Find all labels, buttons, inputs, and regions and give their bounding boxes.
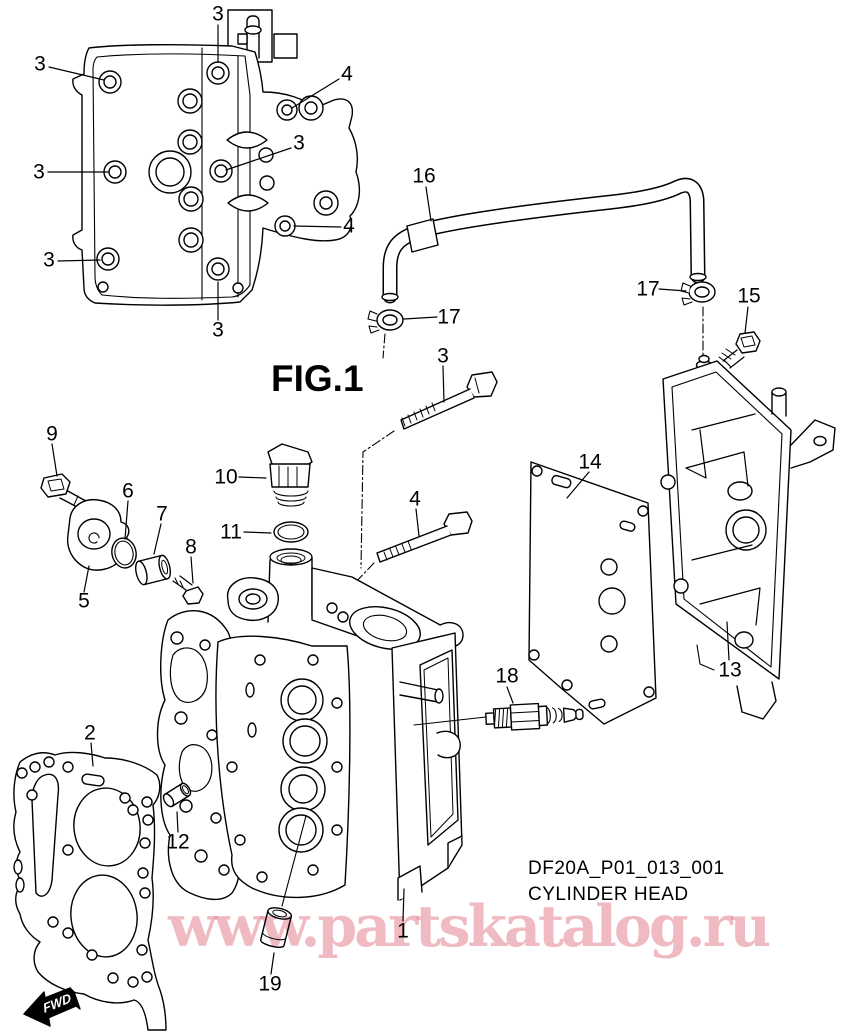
spark-plug-drawing <box>413 702 584 731</box>
bolt-3-drawing <box>360 371 498 569</box>
figure-title: FIG.1 <box>271 358 364 399</box>
valve-lifter-drawing <box>260 815 307 948</box>
bolt-15-drawing <box>718 331 761 369</box>
thermostat-group-drawing <box>40 473 204 605</box>
dowel-pin-drawing <box>162 782 192 808</box>
leader-lines <box>47 24 749 975</box>
head-gasket-drawing <box>13 751 167 1031</box>
fwd-arrow <box>23 987 81 1027</box>
part-name-text: CYLINDER HEAD <box>528 884 689 905</box>
breather-hose-drawing <box>367 177 716 359</box>
cylinder-head-top-view-drawing <box>72 9 361 306</box>
cylinder-head-body-drawing <box>156 567 464 901</box>
valve-cover-gasket-drawing <box>528 461 657 725</box>
bolt-4-drawing <box>351 511 473 587</box>
valve-cover-drawing <box>660 354 836 720</box>
part-code-text: DF20A_P01_013_001 <box>528 858 725 879</box>
